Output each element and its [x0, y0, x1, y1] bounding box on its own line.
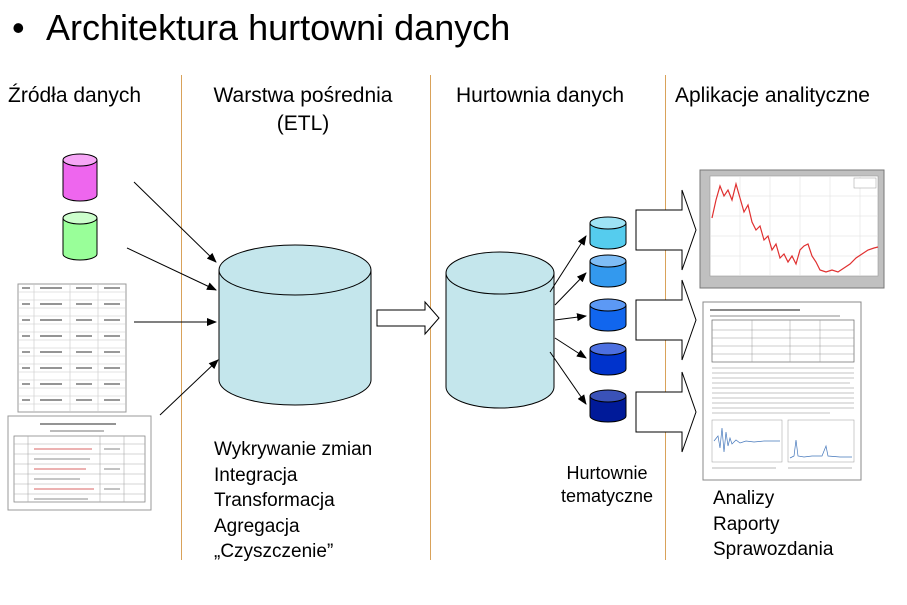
- source-spreadsheet: [17, 283, 127, 413]
- mart-arrows: [549, 235, 587, 405]
- title-text: Architektura hurtowni danych: [46, 7, 511, 48]
- app-list: Analizy Raporty Sprawozdania: [713, 486, 833, 563]
- app-arrow-3: [635, 371, 697, 453]
- header-apps: Aplikacje analityczne: [675, 84, 870, 107]
- etl-cylinder: [218, 244, 372, 406]
- divider-1: [181, 75, 182, 560]
- source-db-green: [62, 211, 98, 261]
- arrow-src1: [133, 181, 217, 263]
- arrow-mart1: [549, 235, 587, 293]
- data-mart-5: [589, 389, 627, 423]
- app-list-item: Raporty: [713, 513, 780, 535]
- arrow-mart4: [554, 337, 587, 359]
- app-arrow-1: [635, 189, 697, 271]
- etl-step: Transformacja: [214, 490, 335, 511]
- app-list-item: Analizy: [713, 488, 775, 509]
- etl-steps-list: Wykrywanie zmian Integracja Transformacj…: [214, 437, 372, 565]
- header-warehouse: Hurtownia danych: [456, 84, 625, 107]
- header-sources: Źródła danych: [8, 84, 142, 107]
- warehouse-cylinder: [445, 251, 555, 409]
- app-arrow-2: [635, 279, 697, 361]
- arrow-mart5: [549, 351, 587, 405]
- etl-to-warehouse-arrow: [376, 300, 440, 336]
- data-marts-caption-line2: tematyczne: [560, 486, 654, 506]
- arrow-mart2: [554, 272, 587, 306]
- arrow-mart3: [554, 313, 587, 322]
- data-marts-caption: Hurtownie tematyczne: [548, 462, 666, 508]
- data-marts-caption-line1: Hurtownie: [566, 463, 648, 483]
- bullet-icon: •: [12, 7, 25, 48]
- source-arrows: [126, 181, 219, 416]
- arrow-src4: [159, 359, 219, 416]
- app-list-item: Sprawozdania: [713, 539, 834, 560]
- slide-title: • Architektura hurtowni danych: [12, 6, 510, 50]
- data-mart-2: [589, 254, 627, 288]
- data-mart-4: [589, 342, 627, 376]
- etl-step: Agregacja: [214, 515, 300, 537]
- source-db-magenta: [62, 153, 98, 202]
- header-etl-line2: (ETL): [276, 112, 330, 135]
- etl-step: Integracja: [214, 464, 298, 486]
- etl-step: Wykrywanie zmian: [214, 439, 373, 460]
- header-etl-line1: Warstwa pośrednia: [213, 84, 393, 107]
- header-etl: Warstwa pośrednia (ETL): [196, 82, 410, 138]
- etl-step: „Czyszczenie”: [214, 541, 334, 562]
- source-document: [7, 415, 152, 511]
- app-chart-thumbnail: [699, 169, 885, 289]
- data-mart-1: [589, 216, 627, 250]
- arrow-src2: [126, 247, 217, 291]
- data-mart-3: [589, 298, 627, 332]
- app-report-thumbnail: [702, 301, 862, 481]
